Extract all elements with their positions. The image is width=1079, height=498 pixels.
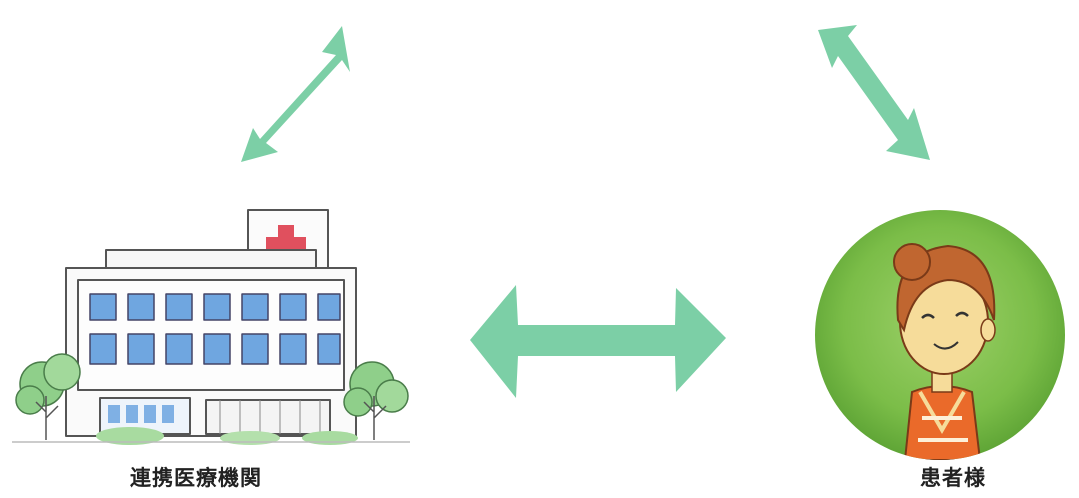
- arrow-patient-upper: [818, 25, 930, 160]
- patient-illustration: [815, 210, 1065, 460]
- hospital-label: 連携医療機関: [130, 462, 262, 492]
- hospital-illustration: [12, 210, 410, 445]
- windows-row-1: [90, 294, 340, 320]
- windows-row-2: [90, 334, 340, 364]
- patient-label: 患者様: [920, 462, 986, 492]
- arrow-hospital-patient: [470, 285, 726, 398]
- arrow-hospital-upper: [241, 26, 350, 162]
- hair-bun: [894, 244, 930, 280]
